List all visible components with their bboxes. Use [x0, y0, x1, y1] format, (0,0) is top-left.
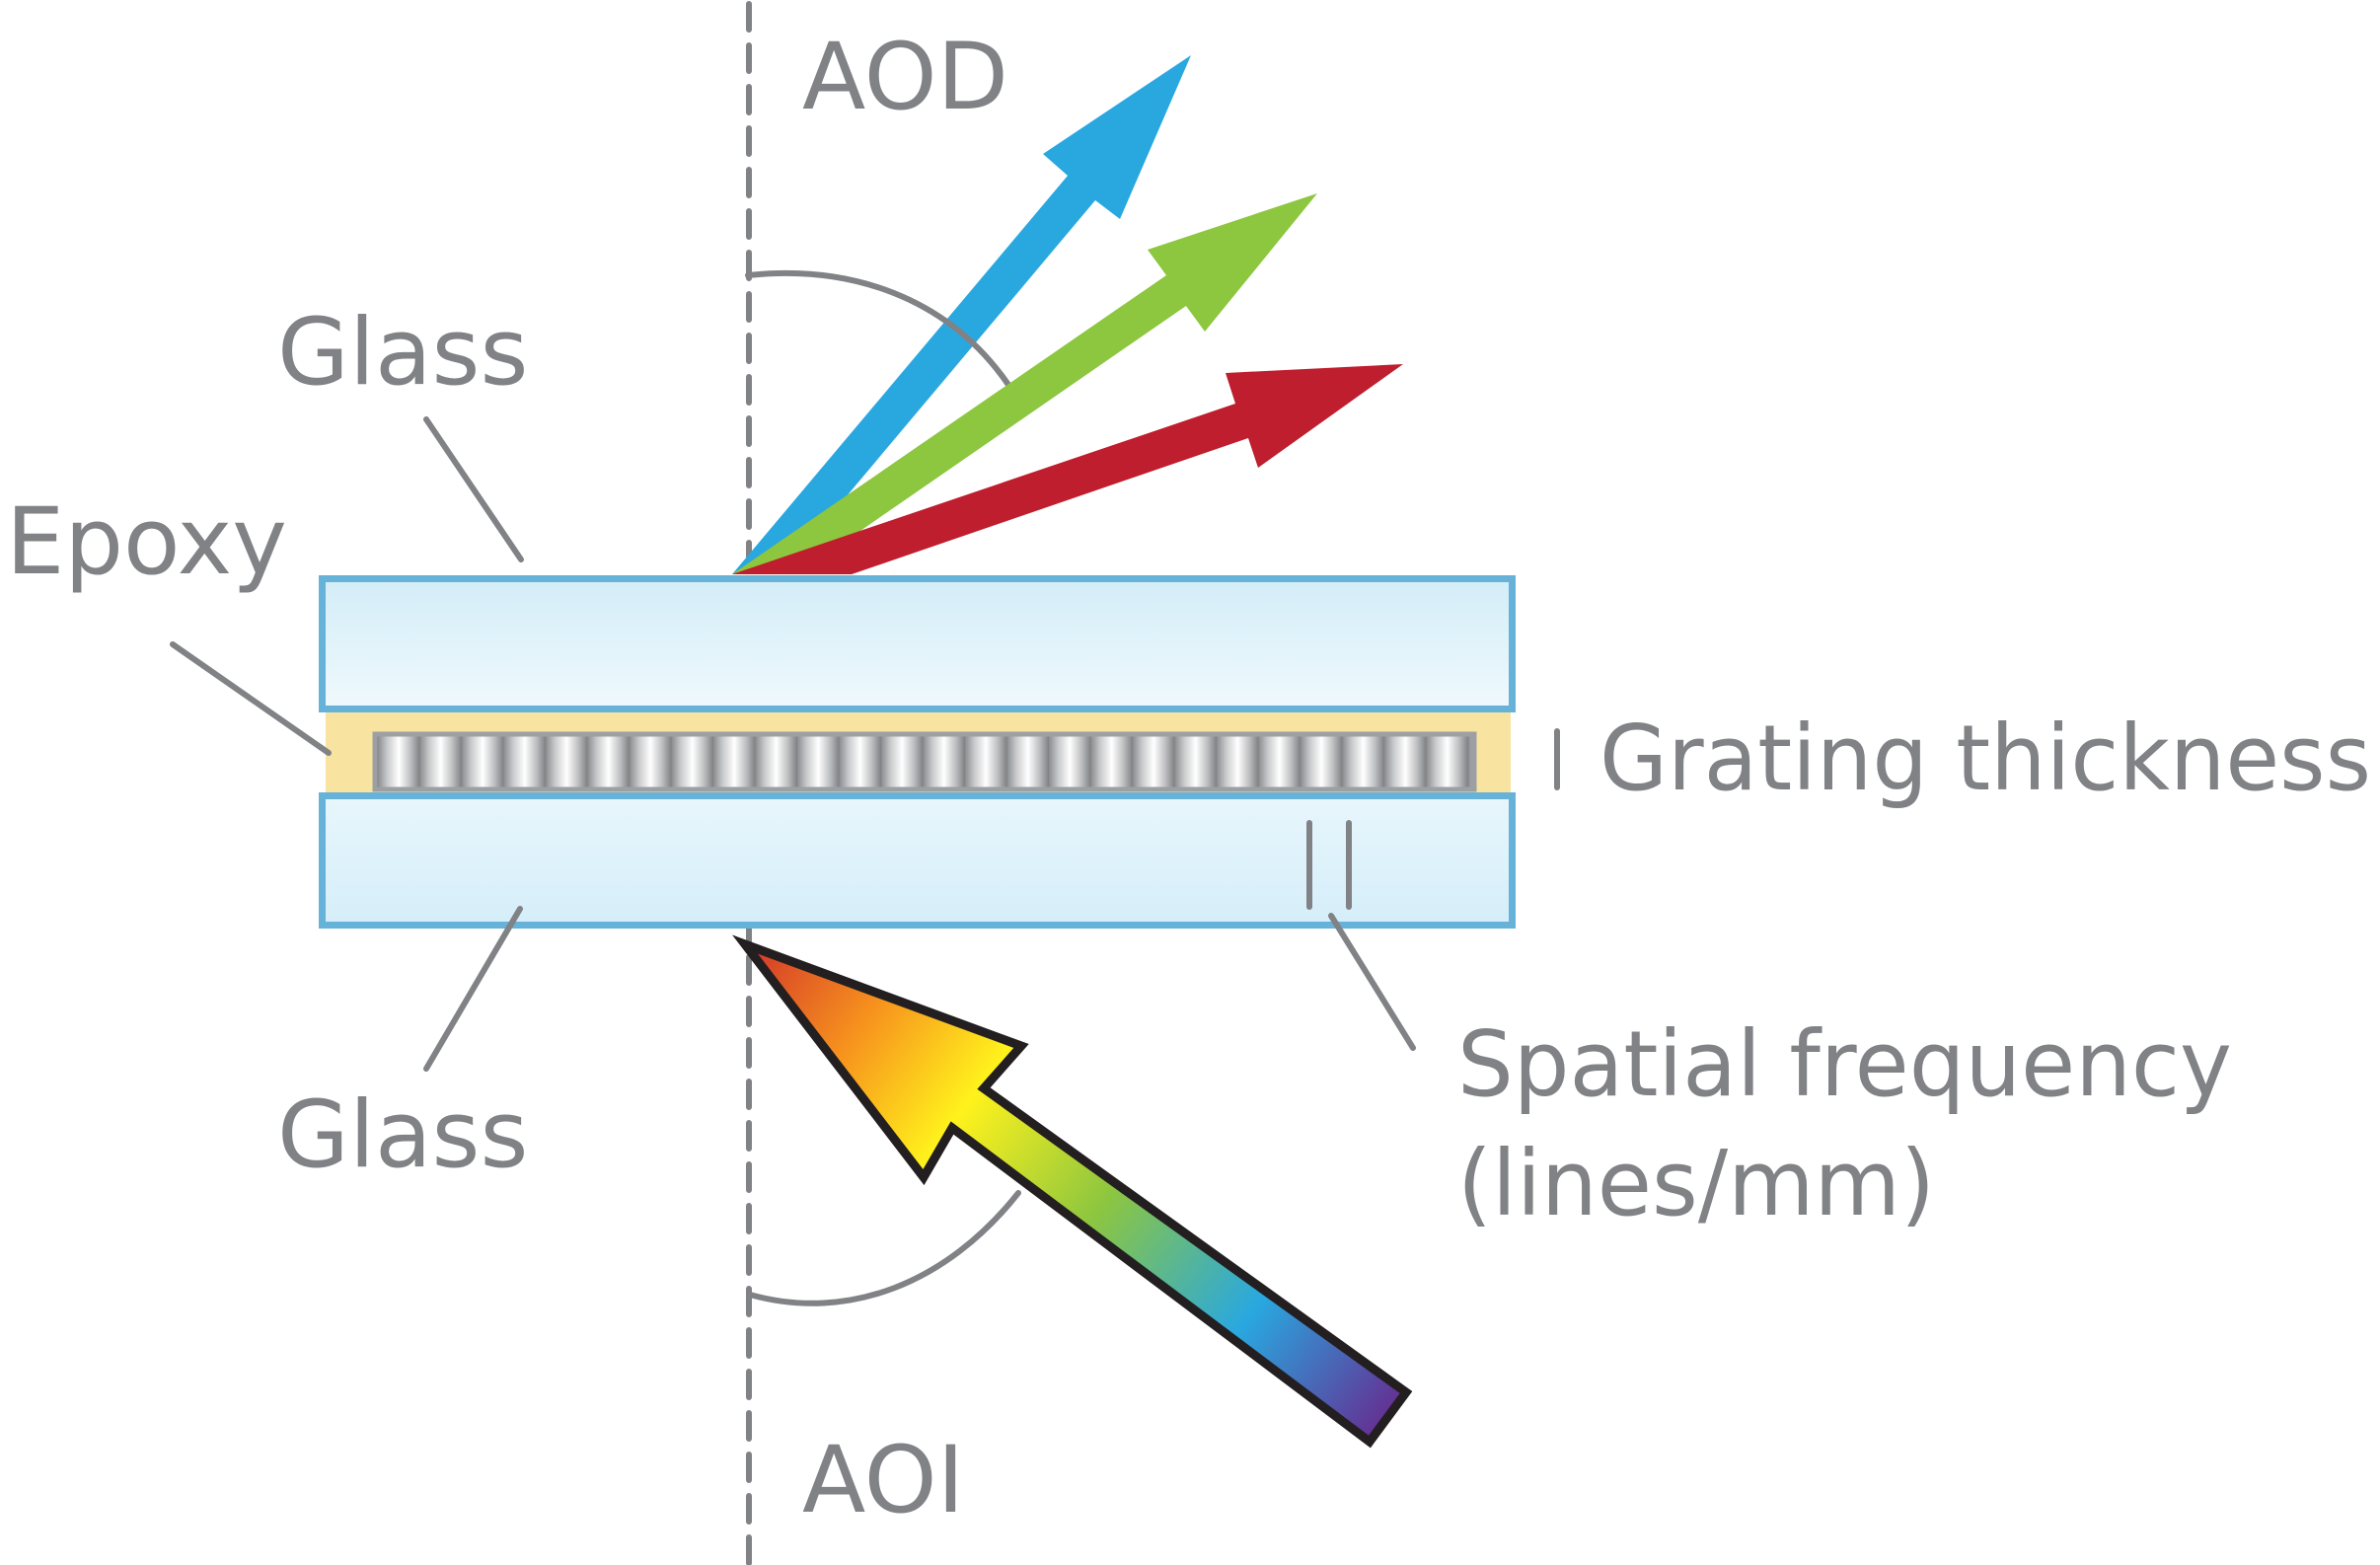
- glass-top-layer: [319, 575, 1516, 712]
- glass-bottom-leader: [423, 906, 523, 1072]
- incident-beam: [731, 934, 1413, 1449]
- glass-top-label: Glass: [277, 299, 529, 407]
- spatial-frequency-leader: [1328, 913, 1416, 1051]
- green-diffracted-arrow: [732, 193, 1317, 574]
- grating-layer: [372, 731, 1477, 792]
- spatial-frequency-label: Spatial frequency: [1457, 1011, 2232, 1117]
- diffracted-beams: [732, 55, 1403, 574]
- aoi-angle-arc: [747, 1190, 1021, 1306]
- aod-label: AOD: [802, 24, 1008, 131]
- grating-stack: [319, 575, 1516, 929]
- aod-angle-arc: [745, 269, 1011, 388]
- grating-thickness-label: Grating thickness: [1599, 706, 2371, 811]
- epoxy-label: Epoxy: [6, 488, 287, 596]
- epoxy-leader: [170, 641, 332, 756]
- glass-bottom-label: Glass: [277, 1081, 529, 1189]
- rainbow-incident-arrow: [731, 934, 1413, 1449]
- glass-top-leader: [423, 416, 524, 562]
- aoi-label: AOI: [802, 1427, 964, 1534]
- glass-bottom-layer: [319, 792, 1516, 929]
- red-diffracted-arrow: [732, 364, 1403, 574]
- spatial-frequency-units-label: (lines/mm): [1457, 1131, 1935, 1236]
- blue-diffracted-arrow: [732, 55, 1191, 574]
